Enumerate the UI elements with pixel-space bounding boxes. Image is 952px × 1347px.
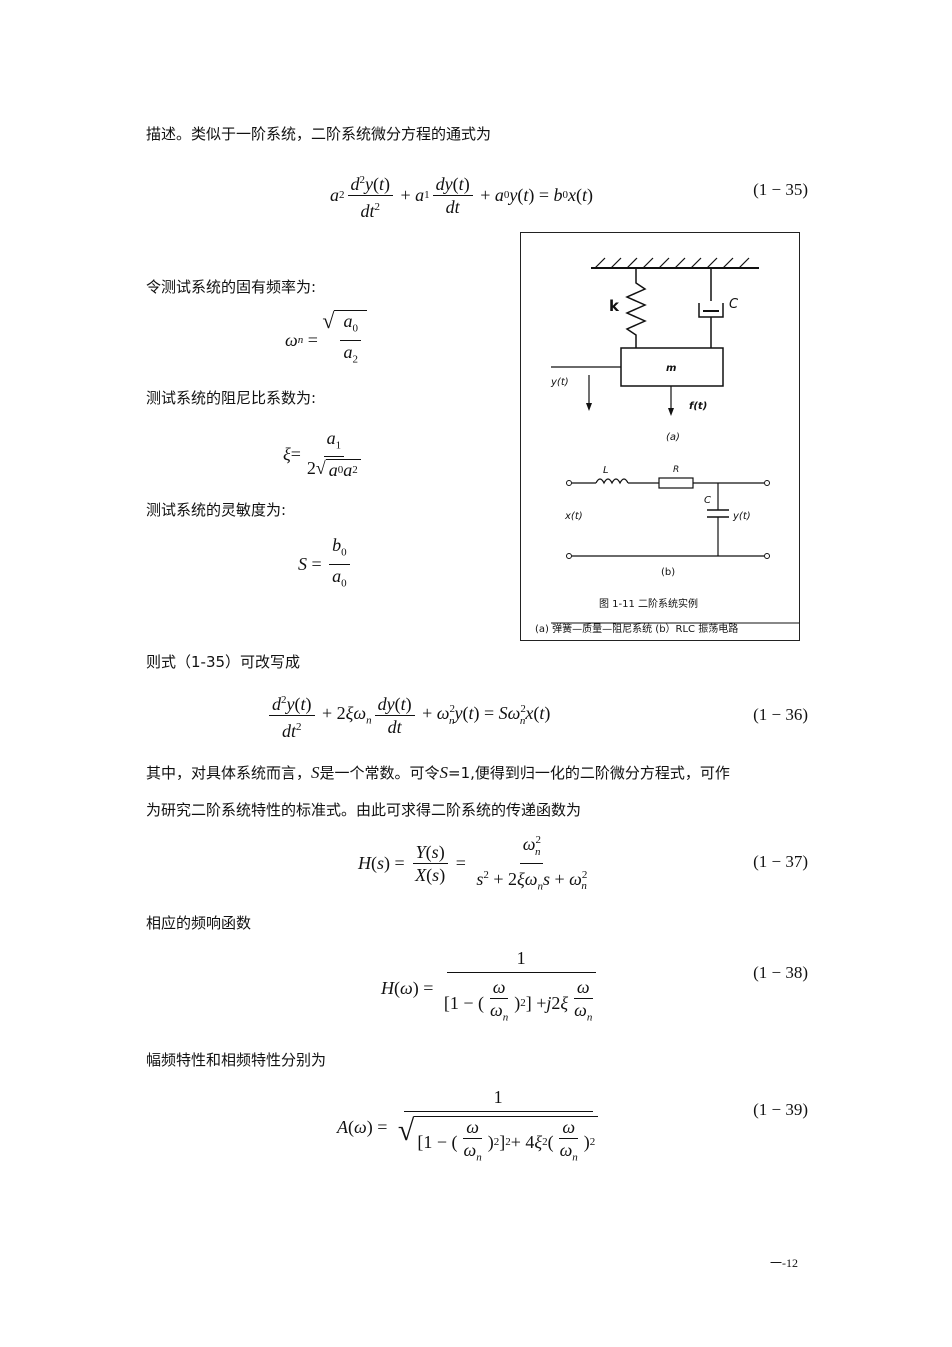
figure-label-c-top: C — [729, 297, 739, 312]
paragraph-frequency-response: 相应的频响函数 — [146, 914, 252, 932]
figure-sub-a: (a) — [666, 432, 680, 443]
paragraph-natural-frequency: 令测试系统的固有频率为: — [146, 278, 317, 296]
paragraph-rewrite: 则式（1-35）可改写成 — [146, 653, 301, 671]
figure-label-c-bottom: C — [704, 495, 711, 506]
symbol-s: S — [311, 763, 320, 782]
page-number: 一-12 — [770, 1256, 798, 1270]
figure-label-L: L — [603, 465, 609, 476]
paragraph-damping-ratio: 测试系统的阻尼比系数为: — [146, 389, 317, 407]
figure-label-R: R — [673, 465, 680, 475]
paragraph-transfer-function-intro: 为研究二阶系统特性的标准式。由此可求得二阶系统的传递函数为 — [146, 801, 582, 819]
figure-label-y2: y(t) — [733, 511, 751, 522]
figure-label-f: f(t) — [689, 401, 708, 412]
figure-diagram — [551, 257, 799, 624]
figure-sub-b: (b) — [661, 567, 676, 578]
figure-caption-title: 图 1-11 二阶系统实例 — [599, 599, 699, 610]
paragraph-normalize-part3: =1,便得到归一化的二阶微分方程式，可作 — [448, 764, 730, 782]
paragraph-normalize-part1: 其中，对具体系统而言， — [146, 764, 312, 782]
symbol-s-2: S — [439, 763, 449, 782]
paragraph-normalize: 其中，对具体系统而言，S是一个常数。可令S=1,便得到归一化的二阶微分方程式，可… — [146, 763, 730, 783]
figure-label-y: y(t) — [551, 377, 569, 388]
paragraph-normalize-part2: 是一个常数。可令 — [319, 764, 440, 782]
equation-number-1-37: (1 − 37) — [753, 852, 808, 871]
figure-label-k: k — [609, 297, 619, 315]
equation-number-1-35: (1 − 35) — [753, 180, 808, 199]
paragraph-amplitude-phase: 幅频特性和相频特性分别为 — [146, 1051, 327, 1069]
figure-caption-sub: (a) 弹簧—质量—阻尼系统 (b）RLC 振荡电路 — [535, 624, 739, 635]
paragraph-intro: 描述。类似于一阶系统，二阶系统微分方程的通式为 — [146, 125, 492, 143]
figure-label-m: m — [666, 363, 677, 374]
figure-1-11: k C m y(t) f(t) (a) L R x(t) C y(t) (b) … — [520, 232, 800, 641]
equation-number-1-38: (1 − 38) — [753, 963, 808, 982]
equation-1-36: d2y(t)dt2 + 2ξωn dy(t)dt + ω2ny(t) = Sω2… — [266, 690, 550, 741]
equation-number-1-39: (1 − 39) — [753, 1100, 808, 1119]
paragraph-sensitivity: 测试系统的灵敏度为: — [146, 501, 287, 519]
equation-number-1-36: (1 − 36) — [753, 705, 808, 724]
figure-label-x: x(t) — [565, 511, 583, 522]
